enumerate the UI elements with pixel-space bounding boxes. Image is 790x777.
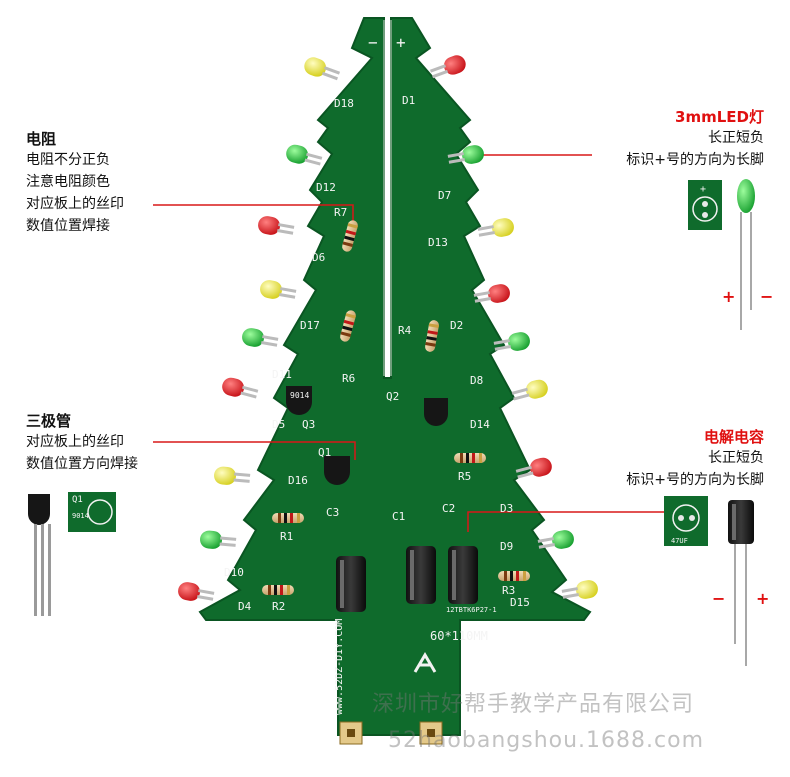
led-plus-sign: + [722,287,735,306]
pcb-label-q1: Q1 [318,446,331,459]
pcb-label-d13: D13 [428,236,448,249]
led-note: 3mmLED灯 长正短负 标识+号的方向为长脚 [626,106,764,171]
capacitor-note-title: 电解电容 [703,428,764,446]
pcb-label-d2: D2 [450,319,463,332]
led-note-line: 长正短负 [708,130,764,146]
pcb-code-label: 12TBTK6P27-1 [446,606,497,614]
transistor-leader-line [153,441,356,460]
transistor-group [286,386,448,485]
pcb-label-d14: D14 [470,418,490,431]
led-note-line: 标识+号的方向为长脚 [626,152,764,168]
pcb-chip-code: 9014 [290,391,309,400]
pcb-label-d6: D6 [312,251,325,264]
resistor-group [262,220,530,595]
led-note-title: 3mmLED灯 [675,108,764,126]
pcb-site-label: www.52DZ-DIY.COM [334,619,345,715]
pcb-label-c1: C1 [392,510,405,523]
capacitor-note-line: 标识+号的方向为长脚 [626,472,764,488]
pcb-label-d12: D12 [316,181,336,194]
pcb-label-d9: D9 [500,540,513,553]
pcb-size-label: 60*110MM [430,629,488,643]
pcb-label-r7: R7 [334,206,347,219]
pcb-silkscreen: D18 D1 D12 D7 D6 D13 D17 D2 D11 D8 D5 D1… [224,33,530,715]
capacitor-note: 电解电容 长正短负 标识+号的方向为长脚 [626,426,764,491]
transistor-note-title: 三极管 [26,412,72,430]
pcb-label-d10: D10 [224,566,244,579]
led-group [178,55,598,601]
transistor-note-line: 对应板上的丝印 [26,434,124,450]
resistor-note: 电阻 电阻不分正负 注意电阻颜色 对应板上的丝印 数值位置焊接 [26,128,124,237]
pcb-label-d11: D11 [272,368,292,381]
pcb-label-d17: D17 [300,319,320,332]
pcb-label-c3: C3 [326,506,339,519]
transistor-thumbnail: Q1 9014 [28,492,116,616]
pcb-label-d3: D3 [500,502,513,515]
pcb-label-d7: D7 [438,189,451,202]
capacitor-note-line: 长正短负 [708,450,764,466]
pcb-board [198,17,592,736]
resistor-note-title: 电阻 [26,130,57,148]
watermark-company: 深圳市好帮手教学产品有限公司 [372,692,695,717]
pcb-polarity-plus: + [396,33,406,52]
capacitor-leader-line [467,511,664,532]
resistor-leader-line [153,204,354,222]
capacitor-thumbnail: 47UF [664,496,754,666]
pcb-label-r2: R2 [272,600,285,613]
pcb-label-d5: D5 [272,418,285,431]
resistor-note-line: 数值位置焊接 [26,218,110,234]
pcb-label-q2: Q2 [386,390,399,403]
watermark-site: 52haobangshou.1688.com [388,728,705,753]
resistor-note-line: 对应板上的丝印 [26,196,124,212]
pcb-label-d15: D15 [510,596,530,609]
transistor-note-line: 数值位置方向焊接 [26,456,138,472]
thumb-47uf-label: 47UF [671,537,688,545]
transistor-note: 三极管 对应板上的丝印 数值位置方向焊接 [26,410,138,475]
pcb-label-d8: D8 [470,374,483,387]
pcb-label-d16: D16 [288,474,308,487]
capacitor-group [336,546,478,612]
led-minus-sign: − [760,287,773,306]
pcb-label-r5: R5 [458,470,471,483]
pcb-label-d4: D4 [238,600,252,613]
pcb-label-d18: D18 [334,97,354,110]
pcb-polarity-minus: − [368,33,378,52]
pcb-label-r4: R4 [398,324,412,337]
pcb-label-r3: R3 [502,584,515,597]
pcb-label-q3: Q3 [302,418,315,431]
pcb-label-r1: R1 [280,530,293,543]
resistor-note-line: 注意电阻颜色 [26,174,110,190]
thumb-q1-label: Q1 [72,495,83,505]
pcb-label-c2: C2 [442,502,455,515]
resistor-note-line: 电阻不分正负 [26,152,110,168]
thumb-9014-label: 9014 [72,512,89,520]
cap-minus-sign: − [712,589,725,608]
pcb-label-d1: D1 [402,94,415,107]
cap-plus-sign: + [756,589,769,608]
svg-text:+: + [700,184,706,195]
led-thumbnail: + [688,179,755,330]
pcb-label-r6: R6 [342,372,355,385]
